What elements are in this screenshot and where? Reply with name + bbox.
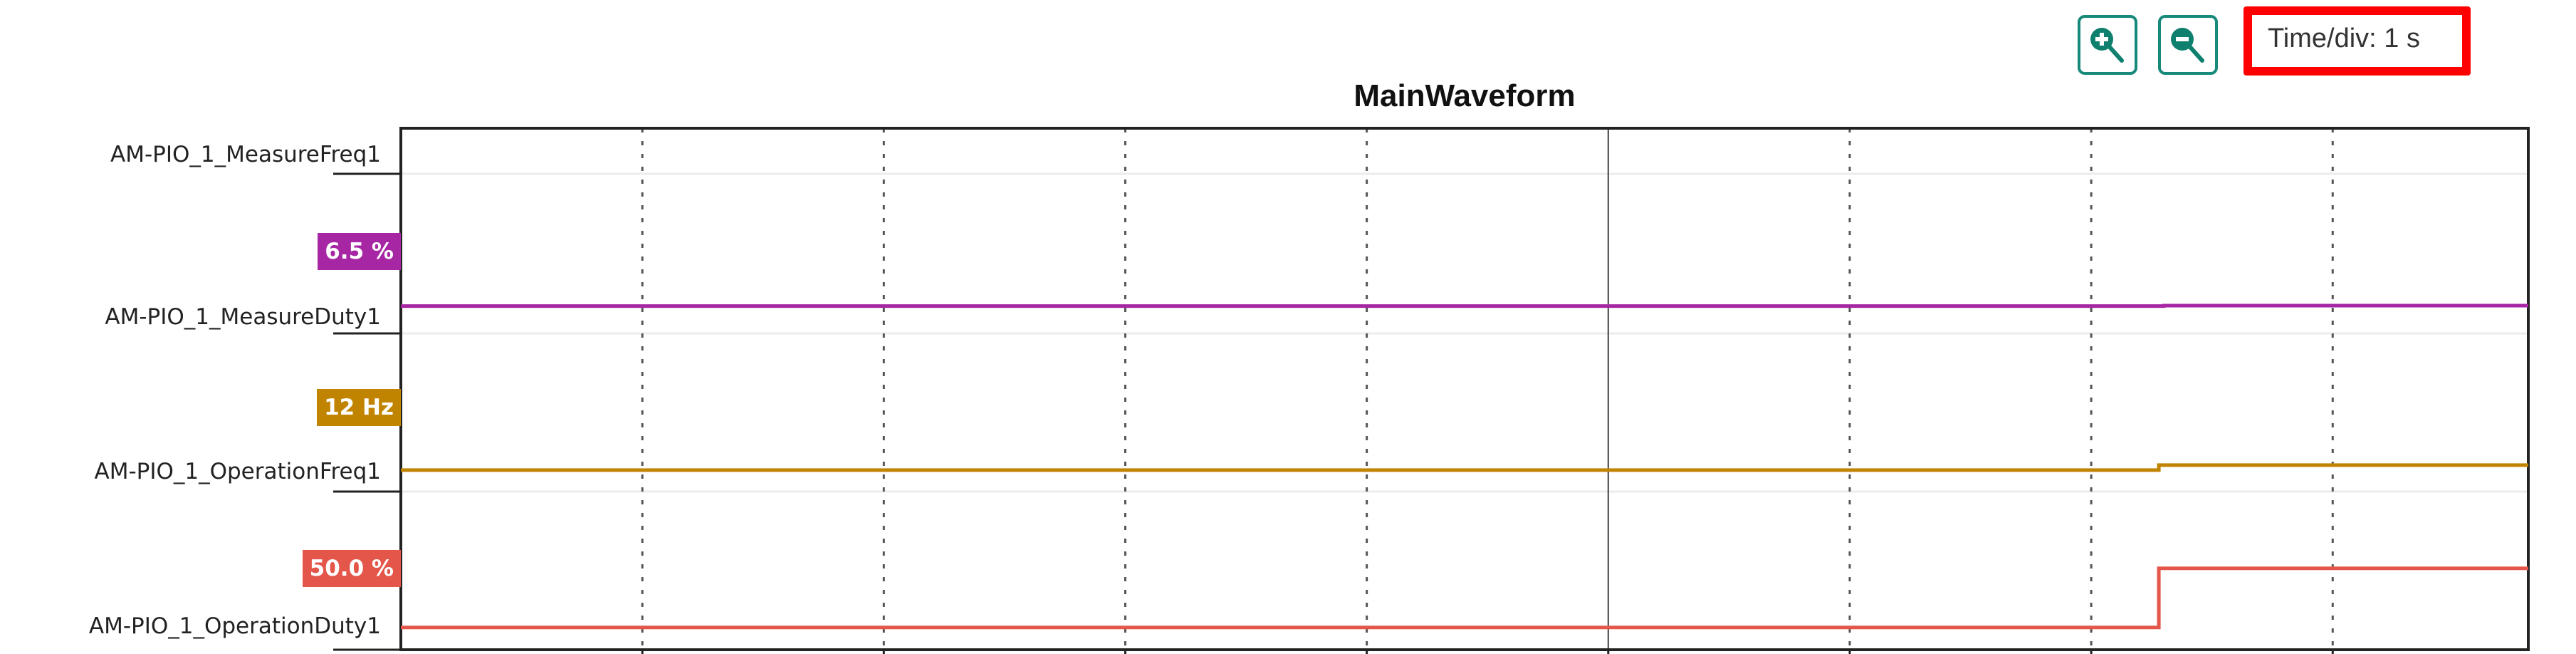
value-badge: 50.0 %	[302, 550, 401, 587]
zoom-in-icon	[2090, 28, 2124, 63]
plot-frame	[399, 127, 2530, 651]
zoom-out-icon	[2171, 28, 2204, 63]
time-per-div-readout: Time/div: 1 s	[2243, 6, 2471, 76]
series-line-2	[401, 463, 2528, 472]
value-badge: 12 Hz	[317, 389, 401, 426]
zoom-out-button[interactable]	[2158, 15, 2218, 75]
series-line-3	[401, 566, 2528, 630]
lane-label: AM-PIO_1_MeasureFreq1	[110, 142, 381, 167]
lane-label: AM-PIO_1_MeasureDuty1	[105, 304, 381, 330]
lane-label: AM-PIO_1_OperationDuty1	[88, 613, 381, 639]
zoom-in-button[interactable]	[2078, 15, 2137, 75]
chart-title: MainWaveform	[1354, 78, 1576, 113]
lane-label: AM-PIO_1_OperationFreq1	[94, 459, 382, 484]
value-badge: 6.5 %	[318, 233, 401, 270]
